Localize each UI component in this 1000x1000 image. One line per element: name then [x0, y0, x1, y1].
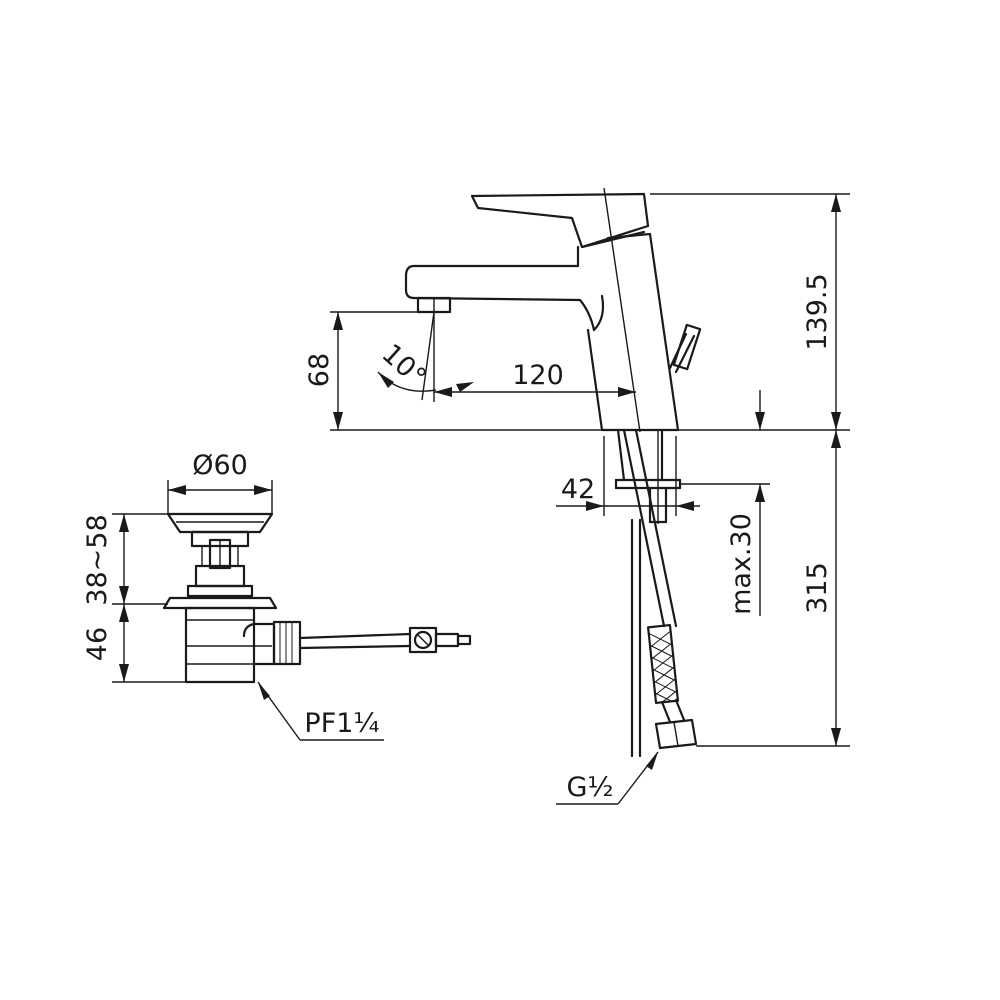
total-height-label: 139.5 — [802, 273, 833, 350]
spout-reach-label: 120 — [512, 360, 564, 391]
drain-thread-label: PF1¼ — [304, 708, 379, 739]
drain-diameter-label: Ø60 — [192, 450, 248, 481]
drain-assembly — [162, 512, 472, 684]
supply-thread-label: G½ — [566, 772, 613, 803]
mounting-shank — [614, 428, 682, 524]
supply-hose — [622, 428, 698, 758]
faucet-dimension-lines — [330, 193, 850, 805]
max-thickness-label: max.30 — [726, 513, 757, 615]
hose-length-label: 315 — [802, 562, 833, 614]
drain-adjust-label: 38~58 — [82, 514, 113, 605]
drain-dimension-lines — [112, 480, 384, 741]
spout-height-label: 68 — [304, 353, 335, 387]
drain-body-label: 46 — [82, 627, 113, 661]
mount-hole-label: 42 — [561, 474, 595, 505]
